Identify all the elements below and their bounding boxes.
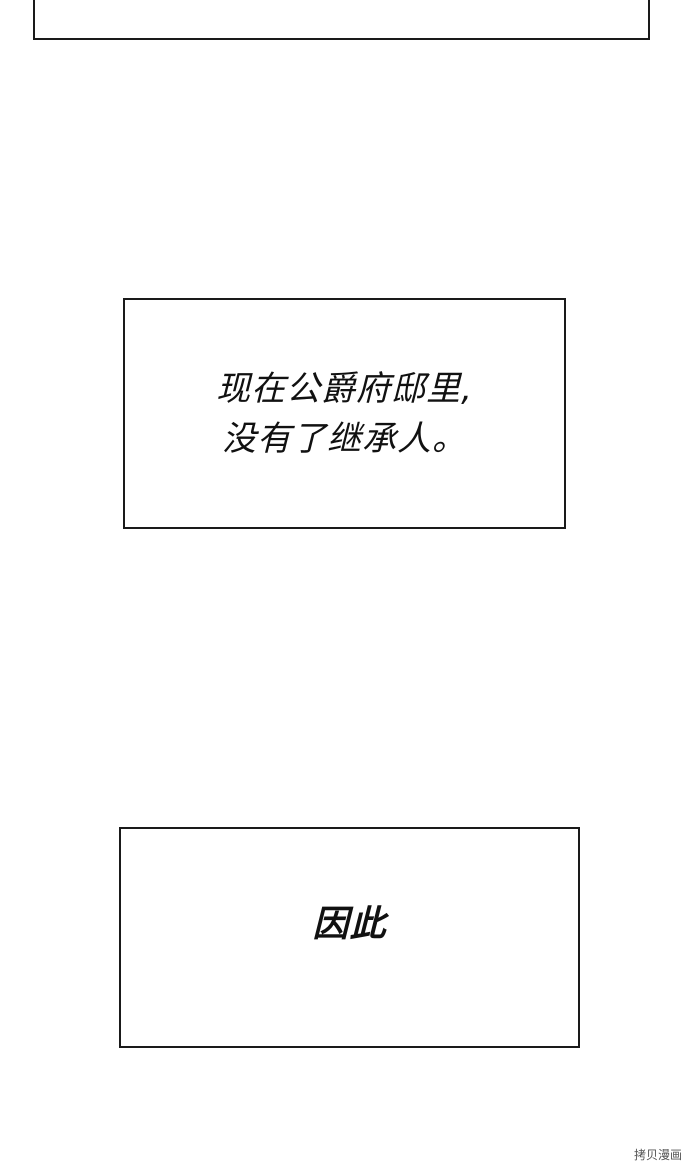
- caption-box-1: 现在公爵府邸里, 没有了继承人。: [123, 298, 566, 529]
- caption-text-2: 因此: [312, 900, 386, 950]
- previous-caption-box: [33, 0, 650, 40]
- caption-line: 因此: [312, 903, 387, 945]
- caption-line: 现在公爵府邸里,: [216, 368, 473, 409]
- caption-box-2: 因此: [119, 827, 580, 1048]
- caption-text-1: 现在公爵府邸里, 没有了继承人。: [216, 364, 473, 464]
- caption-line: 没有了继承人。: [222, 418, 467, 459]
- watermark-text: 拷贝漫画: [633, 1148, 682, 1162]
